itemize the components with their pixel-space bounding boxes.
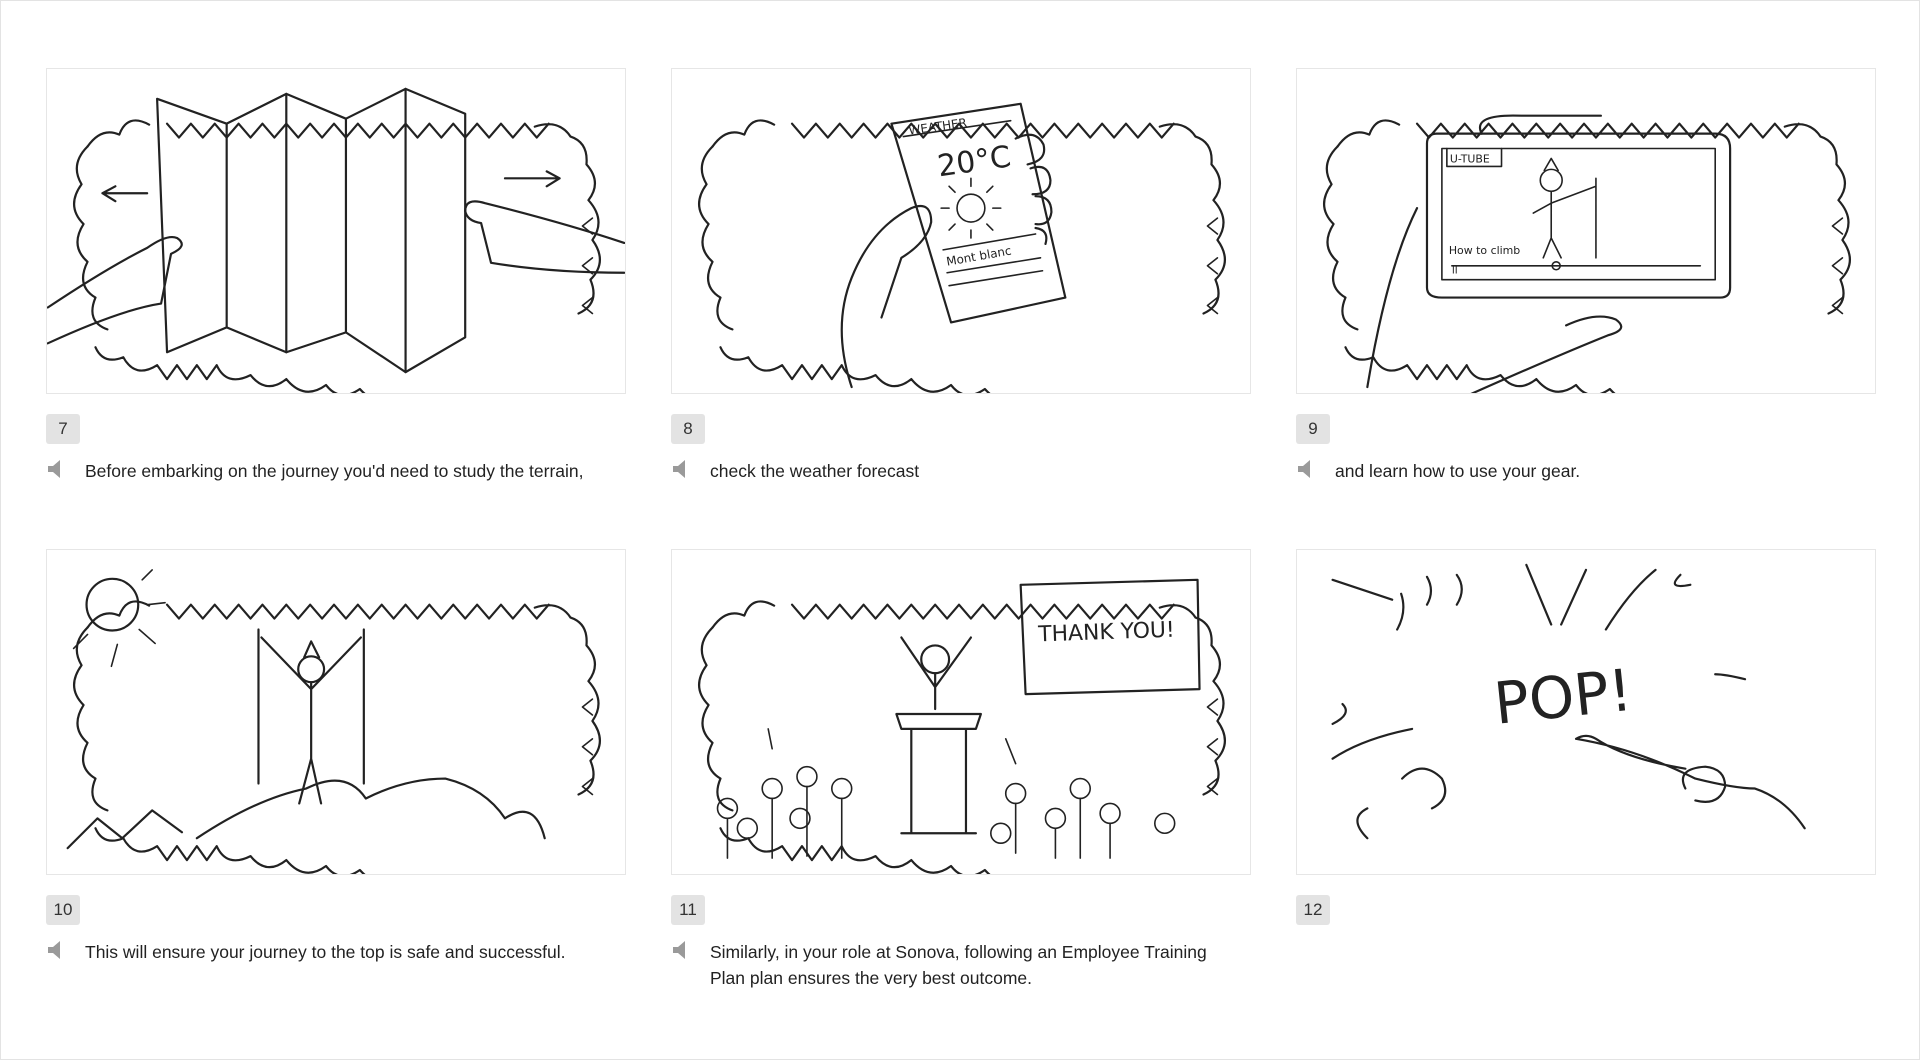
storyboard-panel-11[interactable]: THANK YOU! 11 <box>671 549 1251 991</box>
speaker-icon[interactable] <box>1296 458 1318 480</box>
panel-number: 9 <box>1296 414 1330 444</box>
speech-audience-sketch: THANK YOU! <box>697 578 1226 874</box>
panel-caption: This will ensure your journey to the top… <box>85 942 566 962</box>
map-unfolding-sketch <box>47 87 625 393</box>
pop-text: POP! <box>1491 656 1635 738</box>
speaker-icon[interactable] <box>46 939 68 961</box>
storyboard-panel-12[interactable]: POP! 12 <box>1296 549 1876 925</box>
left-hand <box>47 235 183 345</box>
pause-icon: II <box>1452 266 1458 277</box>
audience <box>716 728 1176 859</box>
burst-lines <box>1331 563 1747 840</box>
speaker-person <box>900 636 973 711</box>
panel-11-sketch[interactable]: THANK YOU! <box>671 549 1251 875</box>
phone <box>890 102 1067 324</box>
right-hand <box>464 200 625 274</box>
panel-number: 12 <box>1296 895 1330 925</box>
podium <box>895 712 982 835</box>
panel-caption: Before embarking on the journey you'd ne… <box>85 461 584 481</box>
folded-map <box>156 87 467 374</box>
app-name: U-TUBE <box>1450 152 1490 165</box>
mountains <box>66 777 546 850</box>
left-arrow <box>101 185 149 203</box>
panel-number: 7 <box>46 414 80 444</box>
video-title: How to climb <box>1449 244 1520 257</box>
storyboard-panel-7[interactable]: 7 Before embarking on the journey you'd … <box>46 68 626 484</box>
panel-8-sketch[interactable]: WEATHER 20°C Mont blanc <box>671 68 1251 394</box>
weather-phone-sketch: WEATHER 20°C Mont blanc <box>697 102 1226 393</box>
panel-7-sketch[interactable] <box>46 68 626 394</box>
hand-holding-phone <box>840 133 1053 389</box>
sun <box>72 569 166 668</box>
climber-in-video <box>1532 157 1597 259</box>
panel-caption: check the weather forecast <box>710 461 920 481</box>
storyboard-panel-10[interactable]: 10 This will ensure your journey to the … <box>46 549 626 965</box>
panel-number: 11 <box>671 895 705 925</box>
panel-12-sketch[interactable]: POP! <box>1296 549 1876 875</box>
speaker-icon[interactable] <box>671 939 693 961</box>
speaker-icon[interactable] <box>46 458 68 480</box>
panel-9-sketch[interactable]: U-TUBE How to climb II <box>1296 68 1876 394</box>
temperature: 20°C <box>935 139 1013 184</box>
storyboard-panel-8[interactable]: WEATHER 20°C Mont blanc 8 check the weat… <box>671 68 1251 484</box>
presentation-board <box>1019 578 1201 696</box>
storyboard-panel-9[interactable]: U-TUBE How to climb II 9 and learn how t… <box>1296 68 1876 484</box>
panel-number: 8 <box>671 414 705 444</box>
video-tutorial-sketch: U-TUBE How to climb II <box>1322 114 1851 393</box>
climber <box>257 628 365 805</box>
panel-caption: and learn how to use your gear. <box>1335 461 1581 481</box>
panel-caption: Similarly, in your role at Sonova, follo… <box>710 942 1207 988</box>
pointing-hand <box>1574 734 1806 830</box>
pop-sketch: POP! <box>1331 563 1806 840</box>
speaker-icon[interactable] <box>671 458 693 480</box>
panel-10-sketch[interactable] <box>46 549 626 875</box>
panel-number: 10 <box>46 895 80 925</box>
phone-landscape <box>1425 132 1732 299</box>
summit-sketch <box>66 569 601 874</box>
right-arrow <box>503 170 561 188</box>
hand-holding-phone <box>1366 114 1623 393</box>
board-text: THANK YOU! <box>1037 618 1175 648</box>
